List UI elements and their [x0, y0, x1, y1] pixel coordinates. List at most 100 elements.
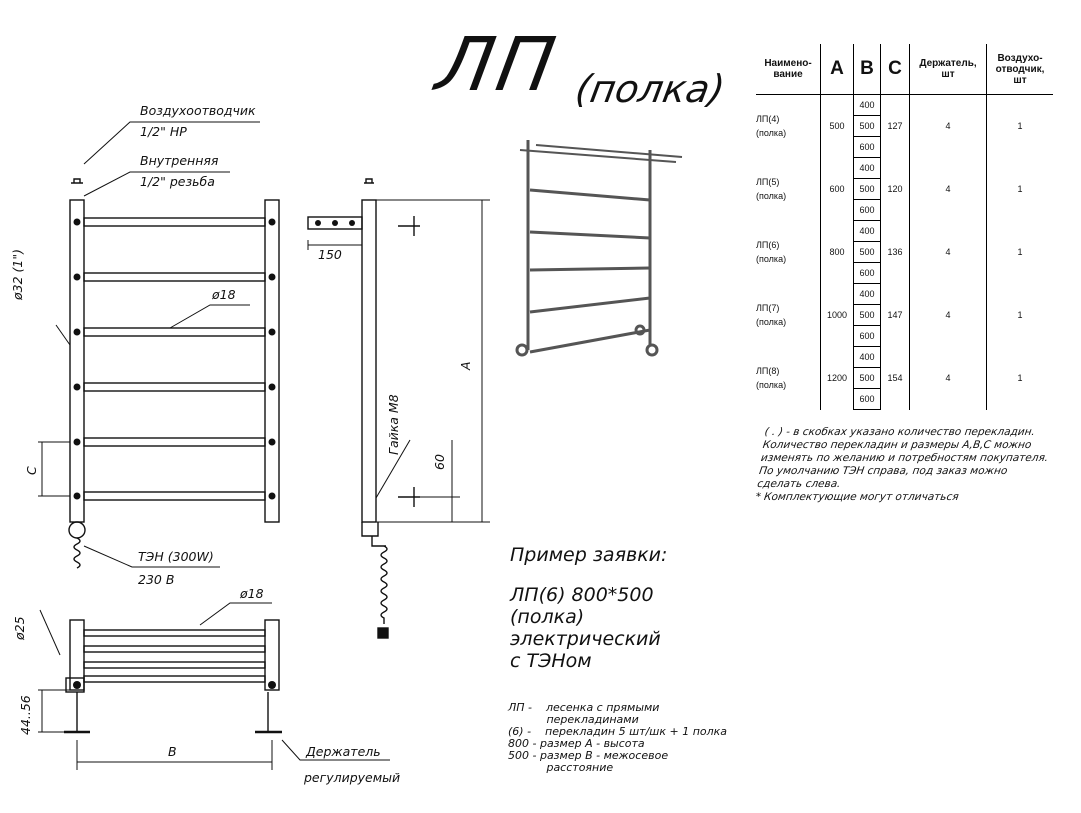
notes: ( . ) - в скобках указано количество пер… [755, 426, 1053, 504]
legend-line: 500 - размер В - межосевое [508, 749, 669, 762]
right-pipe [264, 199, 280, 523]
row-name: ЛП(6)(полка) [756, 221, 821, 284]
cell-a: 1200 [820, 346, 854, 410]
left-pipe [69, 199, 85, 523]
header-vent: Воздухо-отводчик, шт [986, 44, 1053, 95]
row-name: ЛП(8)(полка) [756, 347, 821, 410]
order-example: Пример заявки: ЛП(6) 800*500 (полка) эле… [510, 544, 667, 672]
cell-vent: 1 [986, 220, 1053, 284]
legend-line: перекладинами [508, 713, 639, 726]
cell-b: 400 [853, 283, 881, 305]
cell-b: 500 [853, 241, 881, 263]
air-vent-label: Воздухоотводчик [140, 103, 256, 118]
cell-c: 154 [880, 346, 910, 410]
order-line: ЛП(6) 800*500 [510, 584, 654, 606]
cell-b: 400 [853, 157, 881, 179]
legend-line: (6) - перекладин 5 шт/шк + 1 полка [508, 725, 728, 738]
row-note: (полка) [756, 191, 787, 201]
row-model: ЛП(5) [756, 176, 780, 187]
note-line: * Комплектующие могут отличаться [754, 491, 960, 503]
air-vent-size-label: 1/2" НР [140, 124, 187, 139]
row-name: ЛП(5) (полка) [756, 158, 821, 221]
side-pipe [361, 199, 377, 523]
adjustable-label: регулируемый [304, 770, 401, 785]
note-line: ( . ) - в скобках указано количество пер… [763, 426, 1036, 438]
holder-top [398, 216, 420, 236]
cell-c: 147 [880, 283, 910, 347]
spec-table: Наимено-вание А В С Держатель, шт Воздух… [756, 44, 1053, 410]
dim-44-56-label: 44..56 [18, 695, 33, 735]
air-vent-cap [71, 178, 83, 184]
dim-c-label: С [24, 466, 39, 475]
cell-b: 400 [853, 346, 881, 368]
cell-b: 500 [853, 367, 881, 389]
order-line: (полка) [510, 606, 585, 628]
cell-b: 600 [853, 325, 881, 347]
dim-a-label: А [458, 361, 473, 370]
header-holders: Держатель, шт [909, 44, 987, 95]
pipe-diameter-label: ø32 (1") [10, 249, 25, 300]
cell-c: 127 [880, 94, 910, 158]
heater-head [68, 521, 86, 539]
heater-label: ТЭН (300W) [138, 549, 214, 564]
cell-a: 600 [820, 157, 854, 221]
cell-a: 800 [820, 220, 854, 284]
row-note: (полка) [756, 128, 787, 139]
cell-c: 136 [880, 220, 910, 284]
header-b: В [853, 44, 881, 95]
note-line: Количество перекладин и размеры А,В,С мо… [761, 439, 1033, 451]
cell-holders: 4 [909, 220, 987, 284]
product-subtitle: (полка) [572, 67, 729, 111]
row-note: (полка) [756, 254, 787, 264]
row-model: ЛП(4) [756, 113, 780, 124]
cell-a: 500 [820, 94, 854, 158]
legend-line: 800 - размер А - высота [508, 737, 645, 750]
order-legend: ЛП - лесенка с прямыми перекладинами (6)… [508, 702, 727, 774]
inner-thread-label: 1/2" резьба [140, 174, 215, 189]
dim-150-label: 150 [318, 247, 342, 262]
note-line: сделать слева. [756, 478, 842, 490]
cell-holders: 4 [909, 157, 987, 221]
product-illustration [515, 140, 683, 357]
note-line: изменять по желанию и потребностям покуп… [760, 452, 1050, 464]
table-row: 600 [756, 388, 1053, 410]
cell-c: 120 [880, 157, 910, 221]
cell-vent: 1 [986, 94, 1053, 158]
shelf-top-view [38, 602, 390, 770]
heater-cable [73, 537, 81, 569]
row-note: (полка) [756, 380, 787, 390]
side-view [307, 178, 490, 639]
product-title: ЛП [430, 22, 565, 108]
cell-holders: 4 [909, 346, 987, 410]
legend-line: расстояние [508, 761, 614, 774]
front-view [38, 121, 280, 569]
table-row: 600 [756, 136, 1053, 158]
dim-60-label: 60 [432, 454, 447, 470]
rung-diameter-label: ø18 [212, 287, 236, 302]
header-a: А [820, 44, 854, 95]
cell-vent: 1 [986, 283, 1053, 347]
rungs [83, 217, 266, 501]
cell-holders: 4 [909, 283, 987, 347]
row-name: ЛП(7)(полка) [756, 284, 821, 347]
cell-b: 600 [853, 136, 881, 158]
cell-vent: 1 [986, 346, 1053, 410]
voltage-label: 230 В [138, 572, 175, 587]
cell-b: 500 [853, 304, 881, 326]
cell-b: 600 [853, 199, 881, 221]
shelf-rung-diameter-label: ø18 [240, 586, 264, 601]
holder-label: Держатель [306, 744, 381, 759]
table-row: 500 [756, 178, 1053, 200]
cell-b: 600 [853, 262, 881, 284]
header-name: Наимено-вание [756, 44, 821, 95]
order-heading: Пример заявки: [510, 544, 668, 566]
cell-b: 600 [853, 388, 881, 410]
cell-holders: 4 [909, 94, 987, 158]
cell-vent: 1 [986, 157, 1053, 221]
dim-b-label: В [168, 744, 177, 759]
